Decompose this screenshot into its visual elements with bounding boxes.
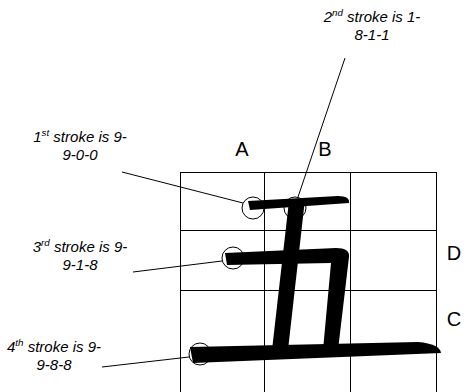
grid-line: [180, 230, 436, 231]
stroke-two: [272, 199, 305, 350]
stroke-annotation: 1st stroke is 9-9-0-0: [30, 128, 130, 164]
grid-row-label: D: [440, 242, 468, 264]
leader-line: [133, 261, 222, 272]
start-circle: [242, 197, 264, 219]
stroke-annotation: 4th stroke is 9-9-8-8: [4, 338, 104, 374]
grid-column-label: B: [311, 138, 339, 160]
start-circle: [222, 247, 244, 269]
leader-line: [298, 58, 345, 197]
stroke-four: [190, 342, 441, 363]
stroke-three: [225, 248, 349, 350]
stroke-annotation: 3rd stroke is 9-9-1-8: [30, 238, 130, 274]
character-strokes: [190, 196, 441, 363]
leader-line: [122, 172, 243, 203]
grid-column-label: A: [228, 138, 256, 160]
start-circle: [284, 197, 306, 219]
stroke-annotation: 2nd stroke is 1-8-1-1: [322, 8, 422, 44]
grid-line: [350, 172, 351, 392]
stroke-markers: [102, 58, 345, 367]
grid-row-label: C: [440, 308, 468, 330]
start-circle: [189, 343, 211, 365]
leader-line: [102, 357, 189, 367]
grid-line: [180, 290, 436, 291]
